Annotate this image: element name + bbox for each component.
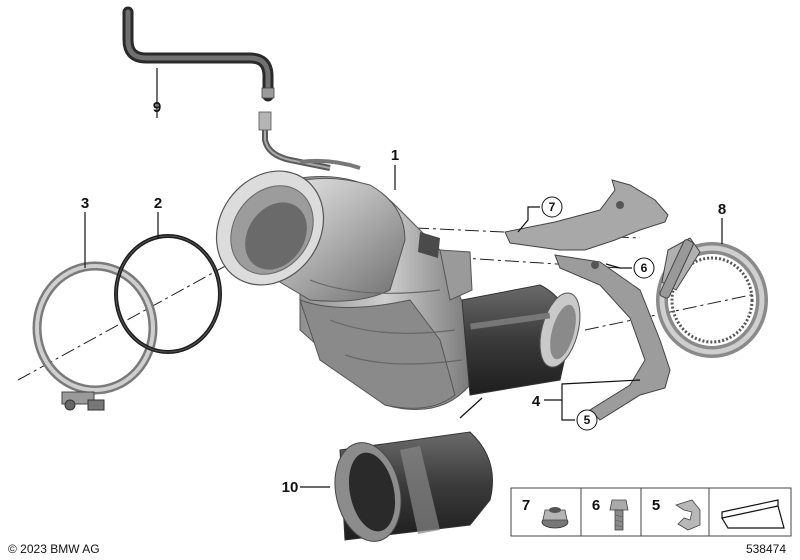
callout-9: 9	[153, 99, 161, 116]
callout-1: 1	[391, 147, 399, 164]
copyright-text: © 2023 BMW AG	[8, 542, 100, 556]
image-number: 538474	[746, 542, 786, 556]
callout-8: 8	[718, 201, 726, 218]
small-parts-legend: 7 6 5	[510, 487, 792, 537]
callout-4: 4	[532, 393, 541, 410]
part-brackets	[504, 179, 671, 421]
legend-label-nut: 7	[522, 497, 530, 514]
callout-5: 5	[584, 413, 591, 427]
callout-7: 7	[549, 200, 556, 214]
part-gasket-ring	[114, 234, 222, 354]
part-vent-pipe	[122, 6, 361, 171]
callout-2: 2	[154, 195, 162, 212]
part-pipe-detached	[334, 431, 493, 542]
callout-3: 3	[81, 195, 89, 212]
part-pipe-attached	[461, 284, 581, 396]
wedge-arrow-icon	[721, 499, 785, 529]
part-v-band-clamp	[32, 261, 158, 411]
axis-line-right	[584, 291, 766, 331]
hex-bolt-icon	[609, 499, 629, 531]
legend-label-clip: 5	[652, 497, 660, 514]
legend-label-bolt: 6	[592, 497, 600, 514]
flange-nut-icon	[541, 507, 569, 529]
callout-10: 10	[282, 479, 299, 496]
clip-icon	[675, 499, 701, 531]
part-catalytic-converter	[215, 170, 473, 410]
callout-6: 6	[641, 261, 648, 275]
part-flange-ring	[656, 237, 768, 358]
